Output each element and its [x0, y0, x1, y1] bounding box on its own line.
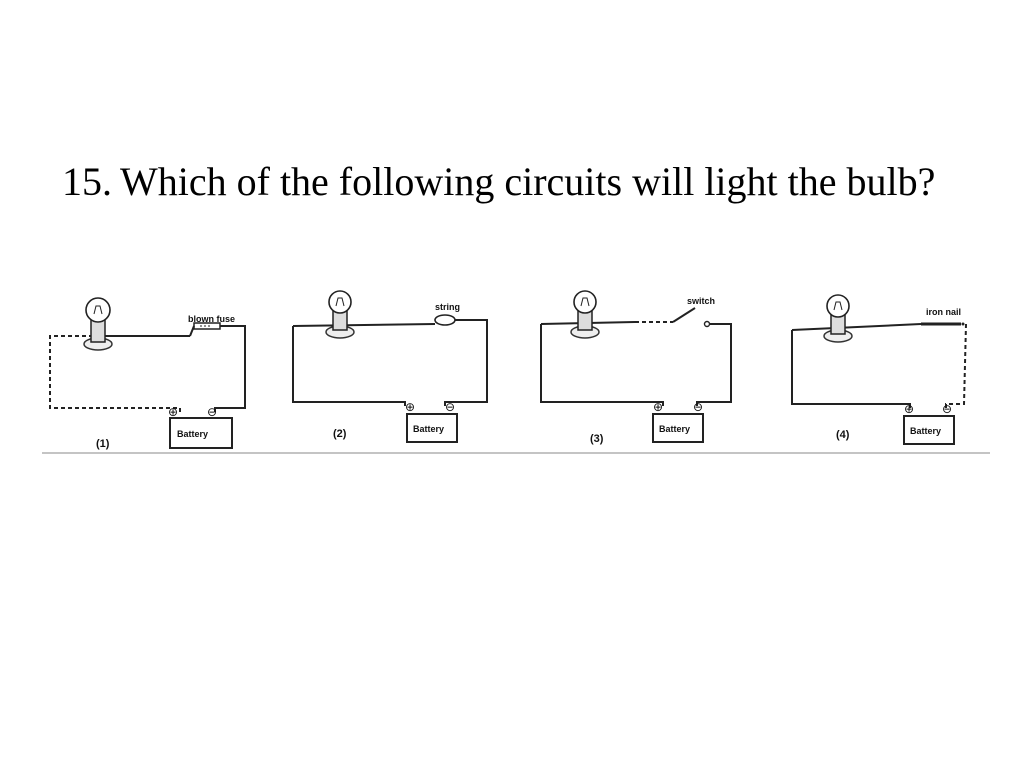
- string-icon: [434, 314, 456, 326]
- bulb-icon: [325, 290, 355, 339]
- circuit-2: string Battery ⊕ ⊖ (2): [292, 290, 488, 443]
- circuit-number: (2): [333, 428, 347, 440]
- circuit-number: (3): [590, 433, 604, 445]
- question-text: 15.Which of the following circuits will …: [10, 156, 1000, 208]
- battery-label: Battery: [177, 429, 208, 439]
- bulb-icon: [570, 290, 600, 339]
- component-label: iron nail: [926, 307, 961, 317]
- battery-icon: Battery: [169, 417, 233, 449]
- component-label: switch: [687, 296, 715, 306]
- positive-terminal: ⊕: [653, 400, 663, 414]
- question-body: Which of the following circuits will lig…: [120, 159, 936, 204]
- negative-terminal: ⊖: [207, 405, 217, 419]
- battery-icon: Battery: [406, 413, 458, 443]
- positive-terminal: ⊕: [904, 402, 914, 416]
- negative-terminal: ⊖: [445, 400, 455, 414]
- circuit-1: blown fuse Battery ⊕ ⊖ (1): [49, 297, 246, 450]
- battery-icon: Battery: [903, 415, 955, 445]
- component-label: blown fuse: [188, 314, 235, 324]
- positive-terminal: ⊕: [168, 405, 178, 419]
- negative-terminal: ⊖: [942, 402, 952, 416]
- battery-icon: Battery: [652, 413, 704, 443]
- component-label: string: [435, 302, 460, 312]
- circuit-3: switch Battery ⊕ ⊖ (3): [540, 290, 732, 445]
- bulb-icon: [823, 294, 853, 343]
- battery-label: Battery: [659, 424, 690, 434]
- circuit-number: (1): [96, 438, 110, 450]
- question-number: 15.: [62, 159, 112, 204]
- circuit-number: (4): [836, 429, 850, 441]
- circuit-diagrams: blown fuse Battery ⊕ ⊖ (1) string Batter…: [42, 290, 990, 454]
- negative-terminal: ⊖: [693, 400, 703, 414]
- bulb-icon: [83, 297, 113, 351]
- switch-icon: [672, 307, 696, 323]
- battery-label: Battery: [413, 424, 444, 434]
- battery-label: Battery: [910, 426, 941, 436]
- circuit-4: iron nail Battery ⊕ ⊖ (4): [791, 294, 967, 445]
- positive-terminal: ⊕: [405, 400, 415, 414]
